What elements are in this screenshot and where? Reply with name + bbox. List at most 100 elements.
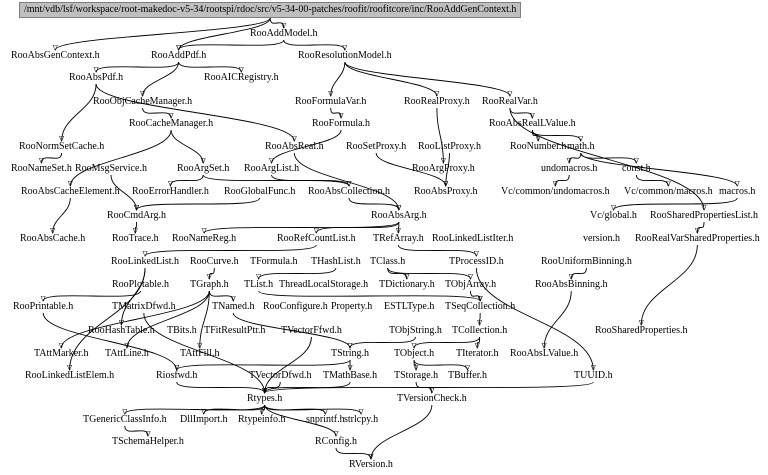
node-roouniformbinning[interactable]: RooUniformBinning.h <box>541 256 632 267</box>
node-tobjarray[interactable]: TObjArray.h <box>445 279 497 290</box>
node-roosetproxy[interactable]: RooSetProxy.h <box>346 141 407 152</box>
node-rooabscache[interactable]: RooAbsCache.h <box>20 233 86 244</box>
node-tseqcollection[interactable]: TSeqCollection.h <box>445 301 516 312</box>
node-tprocessid[interactable]: TProcessID.h <box>449 256 504 267</box>
node-rooformula[interactable]: RooFormula.h <box>312 118 371 129</box>
node-rooarglist[interactable]: RooArgList.h <box>244 163 300 174</box>
node-tmatrixdfwd[interactable]: TMatrixDfwd.h <box>112 301 176 312</box>
node-tattline[interactable]: TAttLine.h <box>105 348 149 359</box>
node-roosharedproperties[interactable]: RooSharedProperties.h <box>595 325 688 336</box>
node-roolinkedlistiter[interactable]: RooLinkedListIter.h <box>432 233 514 244</box>
node-rooabsbinning[interactable]: RooAbsBinning.h <box>535 279 608 290</box>
node-tvectorffwd[interactable]: TVectorFfwd.h <box>281 325 342 336</box>
node-tattmarker[interactable]: TAttMarker.h <box>34 348 89 359</box>
node-rootrace[interactable]: RooTrace.h <box>112 233 159 244</box>
node-roolistproxy[interactable]: RooListProxy.h <box>418 141 481 152</box>
node-roohashtable[interactable]: RooHashTable.h <box>88 325 155 336</box>
node-math[interactable]: math.h <box>567 141 595 152</box>
node-rooabsproxy[interactable]: RooAbsProxy.h <box>414 186 478 197</box>
node-rtypeinfo[interactable]: Rtypeinfo.h <box>238 414 286 425</box>
node-snprintf[interactable]: snprintf.h <box>306 414 345 425</box>
node-rooabspdf[interactable]: RooAbsPdf.h <box>69 72 124 83</box>
node-tstorage[interactable]: TStorage.h <box>394 370 439 381</box>
node-tvectordfwd[interactable]: TVectorDfwd.h <box>249 370 312 381</box>
node-tversioncheck[interactable]: TVersionCheck.h <box>397 393 467 404</box>
edge-19 <box>531 129 580 141</box>
node-rversion[interactable]: RVersion.h <box>349 459 393 470</box>
node-roocmdarg[interactable]: RooCmdArg.h <box>107 210 166 221</box>
node-rooaddpdf[interactable]: RooAddPdf.h <box>151 50 207 61</box>
node-roonumber[interactable]: RooNumber.h <box>510 141 567 152</box>
node-roocurve[interactable]: RooCurve.h <box>190 256 239 267</box>
node-threadlocalstorage[interactable]: ThreadLocalStorage.h <box>279 279 369 290</box>
node-rooabsreallvalue[interactable]: RooAbsRealLValue.h <box>489 118 576 129</box>
edge-82 <box>335 447 371 459</box>
node-macros[interactable]: macros.h <box>719 186 756 197</box>
node-dllimport[interactable]: DllImport.h <box>180 414 228 425</box>
node-property[interactable]: Property.h <box>331 301 373 312</box>
node-tbits[interactable]: TBits.h <box>167 325 197 336</box>
node-rooaicregistry[interactable]: RooAICRegistry.h <box>204 72 279 83</box>
node-rooglobalfunc[interactable]: RooGlobalFunc.h <box>224 186 296 197</box>
node-version[interactable]: version.h <box>583 233 620 244</box>
node-rooargproxy[interactable]: RooArgProxy.h <box>412 163 475 174</box>
node-titerator[interactable]: TIterator.h <box>456 348 499 359</box>
node-riosfwd[interactable]: Riosfwd.h <box>156 370 198 381</box>
node-vc-global[interactable]: Vc/global.h <box>590 210 637 221</box>
node-rconfig[interactable]: RConfig.h <box>315 436 357 447</box>
node-roolinkedlist[interactable]: RooLinkedList.h <box>111 256 180 267</box>
node-rooconfigure[interactable]: RooConfigure.h <box>263 301 328 312</box>
node-rooobjcachemanager[interactable]: RooObjCacheManager.h <box>93 96 193 107</box>
node-tdictionary[interactable]: TDictionary.h <box>379 279 435 290</box>
node-roorealvar[interactable]: RooRealVar.h <box>482 96 538 107</box>
node-rooabscollection[interactable]: RooAbsCollection.h <box>308 186 390 197</box>
node-tuuid[interactable]: TUUID.h <box>574 370 613 381</box>
node-roocachemanager[interactable]: RooCacheManager.h <box>129 118 214 129</box>
node-strlcpy[interactable]: strlcpy.h <box>344 414 379 425</box>
node-tschemahelper[interactable]: TSchemaHelper.h <box>112 436 184 447</box>
node-const[interactable]: const.h <box>622 163 651 174</box>
node-tmathbase[interactable]: TMathBase.h <box>323 370 378 381</box>
node-rtypes[interactable]: Rtypes.h <box>247 393 283 404</box>
node-tgenericclassinfo[interactable]: TGenericClassInfo.h <box>83 414 167 425</box>
node-tlist[interactable]: TList.h <box>244 279 274 290</box>
node-vc-common-undomacros[interactable]: Vc/common/undomacros.h <box>501 186 610 197</box>
node-rooabscacheelement[interactable]: RooAbsCacheElement.h <box>21 186 120 197</box>
node-roonormsetcache[interactable]: RooNormSetCache.h <box>19 141 105 152</box>
node-rooabsgencontext[interactable]: RooAbsGenContext.h <box>11 50 100 61</box>
node-roorealvarsharedproperties[interactable]: RooRealVarSharedProperties.h <box>635 233 760 244</box>
node-tbuffer[interactable]: TBuffer.h <box>448 370 487 381</box>
node-roolinkedlistelem[interactable]: RooLinkedListElem.h <box>25 370 115 381</box>
node-roomsgservice[interactable]: RooMsgService.h <box>75 163 147 174</box>
node-rooformulavar[interactable]: RooFormulaVar.h <box>295 96 367 107</box>
node-rooabsarg[interactable]: RooAbsArg.h <box>371 210 427 221</box>
node-roonamereg[interactable]: RooNameReg.h <box>172 233 237 244</box>
node-thashlist[interactable]: THashList.h <box>311 256 361 267</box>
node-tattfill[interactable]: TAttFill.h <box>180 348 220 359</box>
node-rooprintable[interactable]: RooPrintable.h <box>13 301 74 312</box>
node-tgraph[interactable]: TGraph.h <box>190 279 229 290</box>
node-rooerrorhandler[interactable]: RooErrorHandler.h <box>132 186 209 197</box>
node-trefarray[interactable]: TRefArray.h <box>373 233 424 244</box>
node-rooabslvalue[interactable]: RooAbsLValue.h <box>510 348 579 359</box>
node-tnamed[interactable]: TNamed.h <box>212 301 255 312</box>
node-tfitresultptr[interactable]: TFitResultPtr.h <box>204 325 266 336</box>
node-tcollection[interactable]: TCollection.h <box>452 325 508 336</box>
node-estltype[interactable]: ESTLType.h <box>384 301 435 312</box>
node-roorefcountlist[interactable]: RooRefCountList.h <box>277 233 356 244</box>
node-roonameset[interactable]: RooNameSet.h <box>11 163 72 174</box>
node-roosharedpropertieslist[interactable]: RooSharedPropertiesList.h <box>650 210 759 221</box>
node-rooargset[interactable]: RooArgSet.h <box>177 163 230 174</box>
node-tformula[interactable]: TFormula.h <box>250 256 298 267</box>
node-vc-common-macros[interactable]: Vc/common/macros.h <box>624 186 713 197</box>
node-tobjstring[interactable]: TObjString.h <box>389 325 442 336</box>
node-roorealproxy[interactable]: RooRealProxy.h <box>404 96 470 107</box>
node-rooresolutionmodel[interactable]: RooResolutionModel.h <box>298 50 392 61</box>
node-tstring[interactable]: TString.h <box>331 348 370 359</box>
node-tobject[interactable]: TObject.h <box>394 348 435 359</box>
node-rooaddmodel[interactable]: RooAddModel.h <box>250 28 318 39</box>
node-rooplotable[interactable]: RooPlotable.h <box>112 279 169 290</box>
node-rooabsreal[interactable]: RooAbsReal.h <box>265 141 324 152</box>
node-undomacros[interactable]: undomacros.h <box>541 163 598 174</box>
node-tclass[interactable]: TClass.h <box>370 256 406 267</box>
